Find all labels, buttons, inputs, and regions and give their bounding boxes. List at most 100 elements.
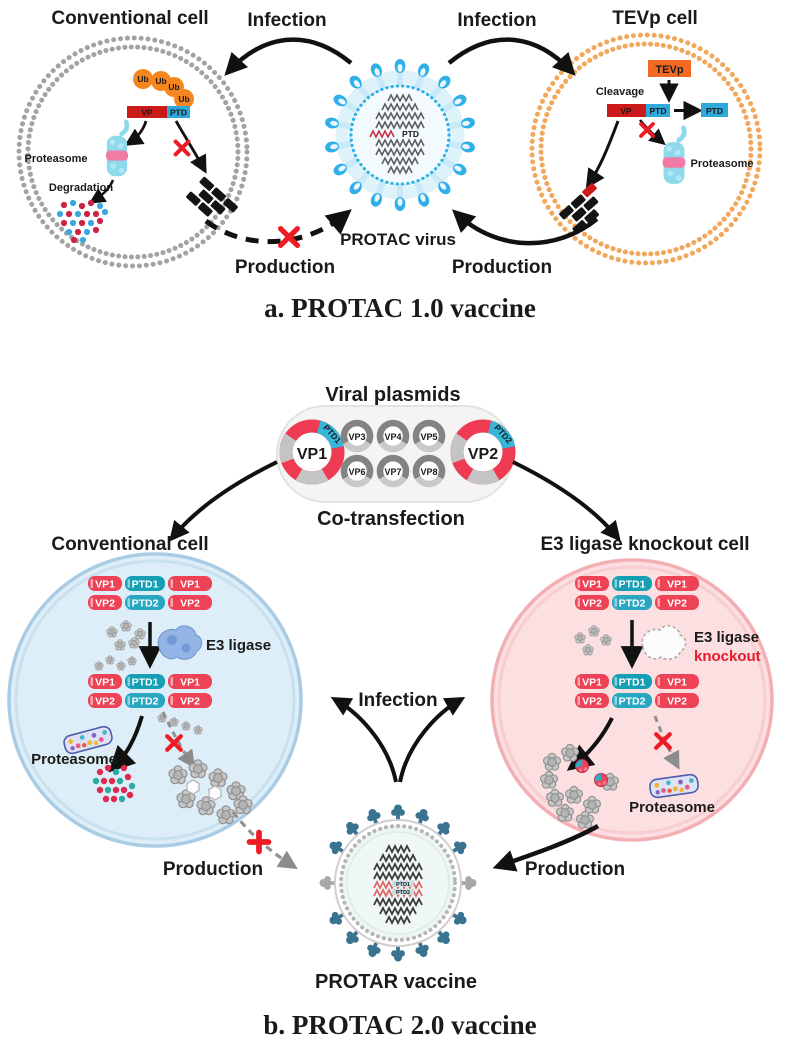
production-arrow-left-b (231, 811, 298, 870)
infection-label-right: Infection (457, 10, 536, 31)
proteasome-label-b-left: Proteasome (31, 751, 117, 768)
production-arrow-left-blocked (204, 209, 352, 245)
svg-text:PTD2: PTD2 (619, 696, 646, 708)
arrow-to-proteasome (124, 120, 148, 146)
conventional-cell-a-membrane (16, 35, 250, 269)
svg-text:Ub: Ub (137, 74, 148, 84)
svg-text:VP1: VP1 (95, 677, 115, 689)
infection-arrow-to-left-cell (330, 697, 398, 783)
virus-genome-ptd-label: PTD (402, 129, 419, 139)
svg-text:VP1: VP1 (582, 677, 602, 689)
svg-text:VP2: VP2 (582, 696, 602, 708)
viral-plasmids-title: Viral plasmids (325, 384, 460, 406)
infection-label-left: Infection (247, 10, 326, 31)
cleavage-label: Cleavage (596, 86, 644, 98)
arrow-to-capsid-blocked (174, 120, 207, 174)
tevp-cell-membrane (529, 32, 763, 266)
tevp-cell-title: TEVp cell (612, 8, 698, 29)
production-arrow-right (452, 209, 599, 246)
production-label-right-b: Production (525, 859, 625, 880)
svg-text:VP2: VP2 (667, 598, 687, 610)
e3-ligase-icon (157, 625, 203, 660)
e3-ligase-label-right: E3 ligase (694, 629, 759, 646)
knockout-label: knockout (694, 648, 761, 665)
svg-text:Ub: Ub (168, 82, 179, 92)
degradation-dots (56, 199, 109, 244)
svg-text:VP6: VP6 (348, 467, 365, 477)
released-ptd-box: PTD (701, 103, 728, 117)
svg-text:VP5: VP5 (420, 432, 437, 442)
protar-vaccine-label: PROTAR vaccine (315, 971, 477, 993)
infection-arrow-left (224, 37, 353, 76)
blocked-x-icon (176, 142, 189, 155)
svg-text:PTD: PTD (170, 108, 187, 118)
svg-text:Ub: Ub (155, 76, 166, 86)
infection-arrow-to-right-cell (398, 697, 466, 783)
production-label-left-b: Production (163, 859, 263, 880)
svg-text:PTD1: PTD1 (132, 579, 159, 591)
svg-text:VP2: VP2 (95, 598, 115, 610)
svg-text:VP1: VP1 (667, 579, 687, 591)
protac-virus: PTD (324, 59, 476, 211)
proteasome-label-b-right: Proteasome (629, 799, 715, 816)
e3-ligase-knockout-icon (641, 625, 687, 661)
vaccine-genome-ptd2-label: PTD2 (396, 890, 410, 896)
production-label-right: Production (452, 257, 552, 278)
arrow-aggregate-blocked-left (161, 711, 196, 769)
svg-text:PTD2: PTD2 (132, 696, 159, 708)
vp-ptd-bar-tevp: VP PTD (607, 104, 670, 117)
fusion-set1-right: VP1 PTD1 VP1 VP2 PTD2 VP2 (575, 576, 699, 610)
protar-vaccine: PTD1 PTD2 (319, 804, 477, 962)
transfection-arrow-right (512, 460, 621, 542)
blocked-x-icon-tevp (639, 122, 655, 138)
svg-text:VP4: VP4 (384, 432, 401, 442)
svg-text:VP1: VP1 (180, 579, 200, 591)
degradation-dots-b (92, 764, 136, 803)
proteasome-label-a-right: Proteasome (691, 158, 754, 170)
proteasome-label-a-left: Proteasome (25, 153, 88, 165)
plasmids-small: VP3 VP4 VP5 VP6 VP7 VP8 (344, 423, 442, 484)
arrow-to-proteasome-blocked (639, 119, 666, 146)
panel-b-title: b. PROTAC 2.0 vaccine (263, 1010, 536, 1040)
svg-text:VP2: VP2 (180, 696, 200, 708)
production-label-left: Production (235, 257, 335, 278)
protac-virus-label: PROTAC virus (340, 230, 456, 249)
plasmid-vp2: VP2 PTD2 (450, 419, 516, 485)
svg-text:VP1: VP1 (95, 579, 115, 591)
svg-text:PTD2: PTD2 (619, 598, 646, 610)
svg-text:VP3: VP3 (348, 432, 365, 442)
conventional-cell-a-title: Conventional cell (51, 8, 208, 29)
arrow-degradation (88, 179, 115, 204)
fusion-set2-right: VP1 PTD1 VP1 VP2 PTD2 VP2 (575, 674, 699, 708)
conventional-cell-b-title: Conventional cell (51, 534, 208, 555)
panel-b: Viral plasmids VP1 PTD1 VP2 PTD2 VP3 VP4… (7, 384, 774, 1040)
infection-label-b: Infection (358, 690, 437, 711)
svg-text:PTD: PTD (706, 106, 723, 116)
svg-text:PTD: PTD (650, 106, 667, 116)
transfection-arrow-left (169, 460, 278, 542)
svg-text:PTD1: PTD1 (619, 677, 646, 689)
panel-a-title: a. PROTAC 1.0 vaccine (264, 293, 536, 323)
vaccine-genome-ptd1-label: PTD1 (396, 882, 410, 888)
infection-arrow-right (447, 37, 576, 76)
svg-text:VP2: VP2 (95, 696, 115, 708)
svg-text:VP2: VP2 (582, 598, 602, 610)
svg-text:VP2: VP2 (468, 446, 498, 463)
proteasome-icon-a-left (106, 122, 128, 176)
svg-text:VP7: VP7 (384, 467, 401, 477)
svg-text:PTD1: PTD1 (619, 579, 646, 591)
proteasome-icon-a-right (663, 128, 686, 184)
arrow-to-capsid-tevp (585, 120, 620, 189)
svg-text:VP1: VP1 (667, 677, 687, 689)
svg-text:Ub: Ub (178, 94, 189, 104)
co-transfection-label: Co-transfection (317, 508, 465, 530)
fusion-set1-left: VP1 PTD1 VP1 VP2 PTD2 VP2 (88, 576, 212, 610)
svg-text:VP1: VP1 (180, 677, 200, 689)
svg-text:PTD1: PTD1 (132, 677, 159, 689)
svg-text:VP: VP (141, 108, 153, 118)
e3-ligase-label-left: E3 ligase (206, 637, 271, 654)
fusion-set2-left: VP1 PTD1 VP1 VP2 PTD2 VP2 (88, 655, 212, 735)
panel-a: Conventional cell Ub Ub Ub Ub VP PTD Pro… (16, 8, 763, 323)
